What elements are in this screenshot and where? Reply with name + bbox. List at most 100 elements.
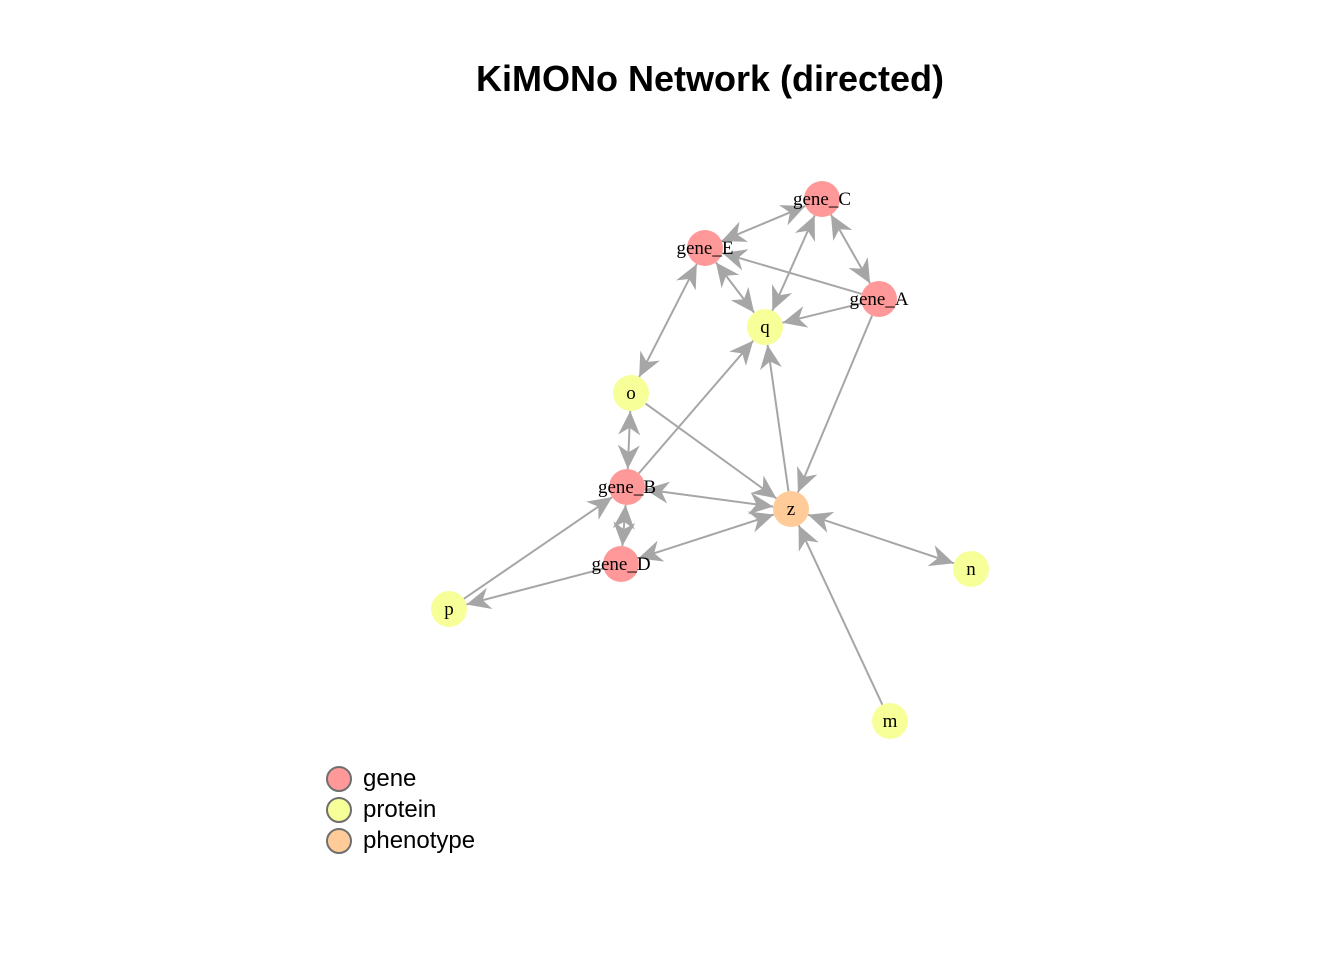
legend-swatch-gene bbox=[326, 765, 352, 792]
edge-arrowhead bbox=[676, 264, 697, 291]
edge-arrowhead bbox=[747, 511, 774, 533]
node-label: gene_E bbox=[677, 238, 734, 259]
edge-gene_E-o bbox=[638, 263, 698, 378]
edge-arrowhead bbox=[830, 214, 853, 241]
edge-arrowhead bbox=[613, 521, 636, 547]
edge-arrowhead bbox=[794, 215, 815, 242]
edge-line bbox=[721, 252, 863, 295]
edge-arrowhead bbox=[586, 497, 613, 520]
edge-arrowhead bbox=[618, 410, 641, 436]
edge-arrowhead bbox=[639, 350, 660, 377]
edge-line bbox=[466, 567, 604, 606]
legend-label-phenotype: phenotype bbox=[363, 826, 476, 854]
legend-item-protein: protein bbox=[326, 794, 475, 825]
node-label: gene_D bbox=[591, 554, 650, 575]
node-circle[interactable] bbox=[953, 551, 989, 587]
node-circle[interactable] bbox=[603, 546, 639, 582]
node-label: m bbox=[883, 711, 898, 732]
edge-arrowhead bbox=[779, 205, 806, 226]
node-q[interactable]: q bbox=[747, 309, 783, 345]
edge-arrowhead bbox=[927, 545, 954, 567]
node-m[interactable]: m bbox=[872, 703, 908, 739]
legend: gene protein phenotype bbox=[326, 763, 475, 856]
edge-p-gene_B bbox=[463, 496, 613, 600]
edge-layer bbox=[463, 205, 955, 706]
node-circle[interactable] bbox=[872, 703, 908, 739]
edge-arrowhead bbox=[848, 257, 871, 284]
edge-arrowhead bbox=[466, 587, 493, 610]
edge-arrowhead bbox=[721, 221, 748, 242]
edge-line bbox=[637, 339, 755, 475]
edge-gene_C-gene_E bbox=[721, 205, 806, 242]
edge-arrowhead bbox=[760, 344, 782, 371]
edge-gene_B-q bbox=[637, 339, 755, 475]
node-circle[interactable] bbox=[804, 181, 840, 217]
node-z[interactable]: z bbox=[773, 491, 809, 527]
node-gene_C[interactable]: gene_C bbox=[793, 181, 851, 217]
edge-gene_B-gene_D bbox=[612, 504, 636, 547]
legend-item-phenotype: phenotype bbox=[326, 825, 475, 856]
node-gene_E[interactable]: gene_E bbox=[677, 230, 734, 266]
edge-o-gene_B bbox=[617, 410, 641, 470]
node-label: gene_A bbox=[849, 289, 908, 310]
node-circle[interactable] bbox=[747, 309, 783, 345]
node-p[interactable]: p bbox=[431, 591, 467, 627]
edge-arrowhead bbox=[715, 262, 740, 289]
node-gene_A[interactable]: gene_A bbox=[849, 281, 909, 317]
edge-o-z bbox=[644, 402, 778, 500]
node-label: gene_C bbox=[793, 189, 851, 210]
edge-line bbox=[644, 488, 774, 508]
edge-arrowhead bbox=[617, 444, 640, 470]
edge-gene_A-q bbox=[782, 302, 862, 328]
edge-line bbox=[771, 215, 816, 311]
node-circle[interactable] bbox=[687, 230, 723, 266]
edge-gene_E-q bbox=[715, 261, 755, 314]
node-label: gene_B bbox=[598, 477, 656, 498]
edge-gene_D-z bbox=[637, 511, 775, 562]
edge-arrowhead bbox=[750, 475, 777, 499]
edge-arrowhead bbox=[808, 511, 835, 533]
node-label: z bbox=[787, 499, 795, 520]
edge-line bbox=[797, 524, 884, 706]
edge-n-z bbox=[807, 511, 955, 567]
edge-line bbox=[797, 315, 873, 493]
edge-arrowhead bbox=[612, 504, 635, 530]
node-gene_B[interactable]: gene_B bbox=[598, 469, 656, 505]
edge-line bbox=[638, 263, 698, 378]
network-title: KiMONo Network (directed) bbox=[475, 58, 945, 99]
edge-arrowhead bbox=[772, 284, 793, 311]
edge-arrowhead bbox=[729, 340, 754, 366]
node-circle[interactable] bbox=[861, 281, 897, 317]
edge-gene_A-z bbox=[797, 315, 873, 493]
edge-arrowhead bbox=[638, 540, 665, 562]
edge-line bbox=[644, 402, 778, 500]
node-layer: gene_C gene_E gene_Aq o gene_Bz gene_Dp n m bbox=[431, 181, 989, 739]
node-n[interactable]: n bbox=[953, 551, 989, 587]
node-o[interactable]: o bbox=[613, 375, 649, 411]
legend-label-protein: protein bbox=[363, 795, 437, 823]
edge-line bbox=[807, 513, 955, 565]
edge-line bbox=[637, 513, 775, 560]
edge-arrowhead bbox=[782, 306, 809, 328]
edge-arrowhead bbox=[798, 525, 819, 552]
edge-z-q bbox=[760, 344, 790, 492]
node-circle[interactable] bbox=[773, 491, 809, 527]
node-circle[interactable] bbox=[431, 591, 467, 627]
node-label: n bbox=[966, 559, 976, 580]
legend-label-gene: gene bbox=[363, 764, 417, 792]
legend-swatch-phenotype bbox=[326, 827, 352, 854]
node-circle[interactable] bbox=[609, 469, 645, 505]
edge-arrowhead bbox=[730, 286, 755, 313]
edge-arrowhead bbox=[747, 492, 774, 515]
edge-arrowhead bbox=[722, 249, 749, 271]
node-label: p bbox=[444, 599, 454, 620]
edge-m-z bbox=[797, 524, 884, 706]
edge-q-gene_C bbox=[771, 215, 816, 311]
edge-line bbox=[463, 496, 613, 600]
node-gene_D[interactable]: gene_D bbox=[591, 546, 651, 582]
node-label: q bbox=[760, 317, 770, 338]
node-label: o bbox=[626, 383, 636, 404]
edge-gene_D-p bbox=[466, 567, 604, 610]
node-circle[interactable] bbox=[613, 375, 649, 411]
